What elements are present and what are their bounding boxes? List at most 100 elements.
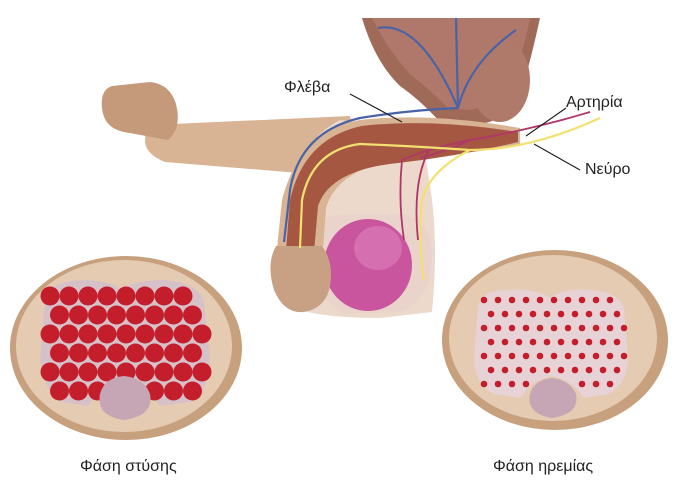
- blood-space: [536, 352, 544, 360]
- blood-space: [173, 286, 193, 306]
- blood-space: [50, 305, 69, 325]
- blood-space: [571, 366, 579, 374]
- blood-space: [126, 343, 145, 363]
- blood-space: [606, 296, 614, 304]
- artery-leader: [525, 107, 567, 137]
- nerve-line: [298, 116, 601, 281]
- erect-shaft-tissue: [286, 123, 518, 252]
- cross-section-erect: [10, 256, 242, 440]
- blood-space: [543, 338, 551, 346]
- blood-space: [480, 352, 488, 360]
- blood-space: [107, 343, 126, 363]
- blood-space: [97, 286, 117, 306]
- blood-space: [606, 352, 614, 360]
- blood-space: [508, 324, 516, 332]
- blood-space: [578, 324, 586, 332]
- blood-space: [613, 338, 621, 346]
- blood-space: [494, 352, 502, 360]
- blood-space: [578, 380, 586, 388]
- nerve-label: Νεύρο: [585, 161, 631, 178]
- blood-space: [557, 366, 565, 374]
- blood-space: [59, 286, 79, 306]
- cross-section-flaccid: [442, 250, 668, 430]
- blood-space: [40, 324, 60, 344]
- blood-space: [78, 324, 98, 344]
- blood-space: [88, 343, 107, 363]
- blood-space: [529, 310, 537, 318]
- blood-space: [536, 324, 544, 332]
- blood-space: [126, 305, 145, 325]
- blood-space: [164, 343, 183, 363]
- blood-space: [116, 286, 136, 306]
- blood-space: [78, 362, 98, 382]
- blood-space: [50, 381, 69, 401]
- blood-space: [97, 324, 117, 344]
- blood-space: [50, 343, 69, 363]
- blood-space: [40, 286, 60, 306]
- flaccid-spongy-body: [529, 378, 577, 418]
- blood-space: [480, 380, 488, 388]
- blood-space: [606, 380, 614, 388]
- blood-space: [543, 310, 551, 318]
- blood-space: [599, 310, 607, 318]
- blood-space: [613, 366, 621, 374]
- blood-space: [592, 324, 600, 332]
- blood-space: [145, 343, 164, 363]
- erect-phase-caption: Φάση στύσης: [80, 458, 177, 475]
- blood-space: [585, 366, 593, 374]
- blood-space: [135, 362, 155, 382]
- blood-space: [620, 352, 628, 360]
- blood-space: [550, 352, 558, 360]
- testis-highlight: [354, 226, 402, 270]
- blood-space: [192, 324, 212, 344]
- blood-space: [599, 366, 607, 374]
- blood-space: [154, 362, 174, 382]
- blood-space: [522, 296, 530, 304]
- blood-space: [59, 362, 79, 382]
- blood-space: [557, 338, 565, 346]
- blood-space: [543, 366, 551, 374]
- blood-space: [154, 324, 174, 344]
- erect-spongy-body: [99, 376, 151, 420]
- blood-space: [88, 305, 107, 325]
- blood-space: [501, 366, 509, 374]
- blood-space: [529, 366, 537, 374]
- blood-space: [494, 296, 502, 304]
- blood-space: [164, 305, 183, 325]
- blood-space: [487, 338, 495, 346]
- blood-space: [164, 381, 183, 401]
- flaccid-blood-spaces: [480, 296, 628, 388]
- blood-space: [501, 338, 509, 346]
- erect-glans: [270, 246, 331, 313]
- blood-space: [564, 324, 572, 332]
- blood-space: [592, 380, 600, 388]
- nerve-leader: [533, 143, 581, 171]
- blood-space: [135, 286, 155, 306]
- blood-space: [508, 380, 516, 388]
- blood-space: [536, 296, 544, 304]
- flaccid-glans: [101, 82, 178, 140]
- blood-space: [107, 305, 126, 325]
- blood-space: [515, 310, 523, 318]
- artery-label: Αρτηρία: [566, 94, 623, 111]
- blood-space: [97, 362, 117, 382]
- blood-space: [522, 324, 530, 332]
- blood-space: [59, 324, 79, 344]
- pelvic-bulge: [470, 38, 530, 122]
- blood-space: [154, 286, 174, 306]
- blood-space: [564, 352, 572, 360]
- blood-space: [487, 366, 495, 374]
- blood-space: [480, 324, 488, 332]
- vein-line: [282, 17, 517, 243]
- vein-leader: [349, 93, 403, 123]
- blood-space: [578, 352, 586, 360]
- blood-space: [183, 305, 202, 325]
- blood-space: [515, 366, 523, 374]
- blood-space: [192, 362, 212, 382]
- blood-space: [606, 324, 614, 332]
- blood-space: [522, 352, 530, 360]
- blood-space: [501, 310, 509, 318]
- blood-space: [571, 338, 579, 346]
- blood-space: [613, 310, 621, 318]
